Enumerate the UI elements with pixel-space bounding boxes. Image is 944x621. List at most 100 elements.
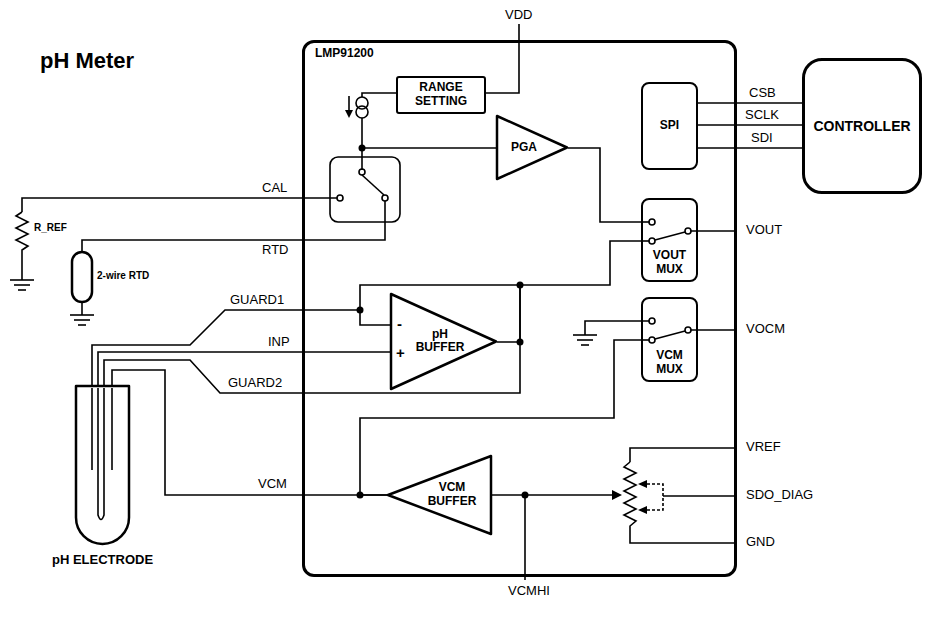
node-label: CONTROLLER xyxy=(808,118,916,134)
mux-contact xyxy=(685,327,691,333)
mux-contact xyxy=(649,238,655,244)
signal-label: 2-wire RTD xyxy=(97,270,149,282)
pin-label: SCLK xyxy=(744,108,780,123)
mux-arm xyxy=(655,331,685,339)
signal-label: VDD xyxy=(505,8,532,23)
controller-box: CONTROLLER xyxy=(802,58,922,194)
rtd-wire xyxy=(81,302,83,315)
arrow-head xyxy=(612,490,622,500)
spi-box: SPI xyxy=(641,82,698,170)
ground-symbol xyxy=(78,324,86,326)
signal-label: + xyxy=(396,344,405,361)
signal-label: CAL xyxy=(262,181,287,196)
signal-label: GUARD2 xyxy=(228,376,282,391)
pga-amplifier: PGA xyxy=(496,115,568,180)
marks-group xyxy=(345,110,647,514)
electrode-inner xyxy=(98,388,104,520)
guard2-wire xyxy=(302,342,520,393)
mux-contact xyxy=(649,219,655,225)
chip-outline: LMP91200RANGE SETTING PGA SPI VOUT MUX pH BU… xyxy=(302,40,737,577)
signal-label: SDO_DIAG xyxy=(746,488,813,503)
junction-dot xyxy=(359,145,366,152)
vout-mux-box: VOUT MUX xyxy=(641,198,698,282)
ground-symbol xyxy=(18,289,26,291)
signal-wire xyxy=(92,310,302,385)
signal-wire xyxy=(698,147,802,149)
electrode-tube xyxy=(76,386,129,544)
sdo-diag-wire xyxy=(663,495,737,497)
node-label: LMP91200 xyxy=(315,47,374,61)
signal-label: R_REF xyxy=(34,222,67,234)
ground-symbol xyxy=(10,279,34,281)
ph-buffer-amplifier: pH BUFFER xyxy=(390,293,497,390)
ground-symbol xyxy=(74,319,90,321)
vcmhi-wire xyxy=(524,495,526,580)
node-label: VOUT MUX xyxy=(645,249,694,277)
ground-symbol xyxy=(14,284,30,286)
signal-wire xyxy=(112,370,302,495)
inp-wire xyxy=(302,351,390,353)
signal-wire xyxy=(360,340,641,495)
vcm-mux-box: VCM MUX xyxy=(641,297,698,382)
wiper-dashed-link xyxy=(647,484,663,510)
ground-symbol xyxy=(70,314,94,316)
signal-wire xyxy=(568,148,641,222)
amplifier-triangle xyxy=(388,456,491,534)
signal-wire xyxy=(698,124,802,126)
diagram-title: pH Meter xyxy=(40,48,134,73)
vcm-buffer-input-wire xyxy=(492,494,612,496)
ground-symbol xyxy=(577,339,593,341)
node-label: RANGE SETTING xyxy=(401,81,481,109)
arrow-head xyxy=(638,506,647,514)
switch-box xyxy=(330,157,400,222)
ground-symbol xyxy=(581,344,589,346)
switch-contact xyxy=(382,195,388,201)
vcm-buffer-amplifier: VCM BUFFER xyxy=(387,455,492,535)
junction-dot xyxy=(522,492,529,499)
shape-outline xyxy=(75,385,130,545)
signal-label: VREF xyxy=(746,440,781,455)
current-arrow xyxy=(348,96,350,111)
current-source-symbol xyxy=(356,106,368,118)
signal-label: VOCM xyxy=(746,322,785,337)
electrode-inner xyxy=(91,388,93,470)
signal-label: - xyxy=(397,315,402,332)
rtd-symbol xyxy=(72,252,92,302)
wire-group xyxy=(10,24,737,580)
vref-wire xyxy=(630,448,737,462)
current-source-wire xyxy=(362,93,396,97)
pin-label: SDI xyxy=(750,131,774,146)
ground-wire xyxy=(585,321,649,335)
vdd-wire xyxy=(486,24,519,93)
pin-label: CSB xyxy=(748,86,777,101)
range-setting-box: RANGE SETTING xyxy=(396,76,486,114)
mux-contact xyxy=(685,228,691,234)
signal-label: VCMHI xyxy=(508,584,550,599)
signal-label: GND xyxy=(746,535,775,550)
switch-contact xyxy=(359,169,365,175)
signal-wire xyxy=(104,360,302,393)
resistor-symbol xyxy=(16,212,28,280)
arrow-head xyxy=(638,480,647,488)
potentiometer-symbol xyxy=(624,462,737,543)
pga-input-wire xyxy=(362,147,496,149)
amplifier-triangle xyxy=(391,294,496,389)
signal-wire xyxy=(698,102,802,104)
mux-arm xyxy=(655,232,685,240)
node-label: VCM BUFFER xyxy=(424,481,480,509)
switch-arm xyxy=(362,175,384,195)
switch-contact xyxy=(337,195,343,201)
ph-electrode: pH ELECTRODE xyxy=(75,385,130,545)
rtd-wire xyxy=(82,201,385,252)
signal-label: INP xyxy=(268,335,290,350)
node-label: VCM MUX xyxy=(645,349,694,377)
guard1-wire xyxy=(302,310,390,325)
node-label: PGA xyxy=(502,141,546,155)
signal-label: GUARD1 xyxy=(230,293,284,308)
signal-label: VOUT xyxy=(746,223,782,238)
node-label: pH BUFFER xyxy=(412,328,468,356)
amplifier-triangle xyxy=(497,116,567,179)
signal-label: VCM xyxy=(258,477,287,492)
node-label: SPI xyxy=(646,119,693,133)
